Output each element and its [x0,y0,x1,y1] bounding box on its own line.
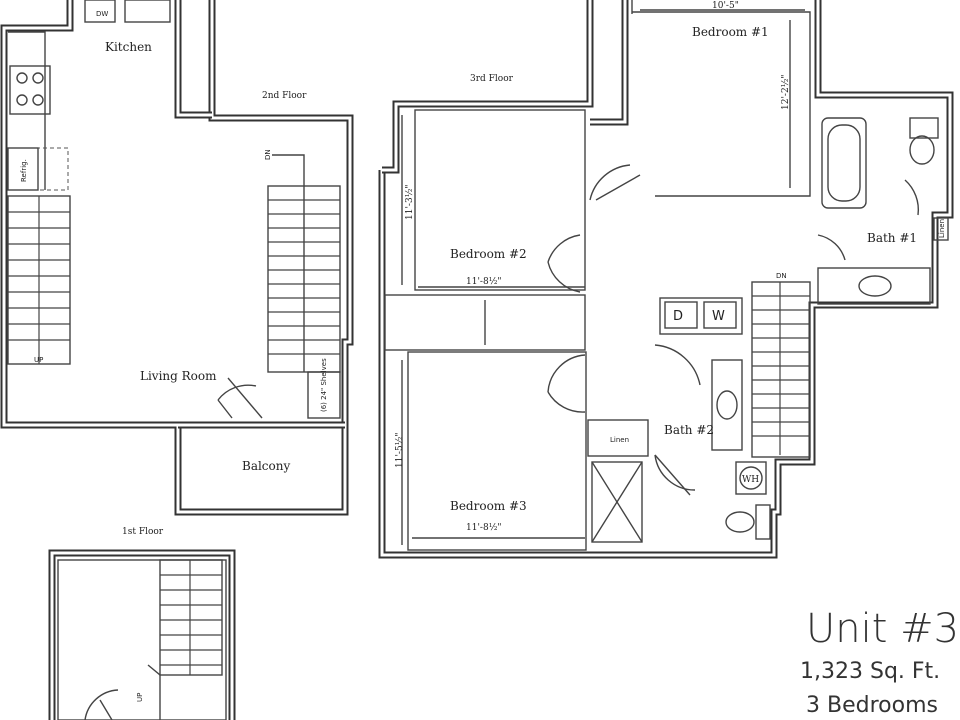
linen-hall-label: Linen [610,436,629,444]
linen-bath1-label: Linen [938,219,946,238]
bedroom3-width-dim: 11'-8½" [466,522,502,533]
bedroom2-depth-dim: 11'-3½" [404,184,415,220]
bath2-label: Bath #2 [664,423,714,437]
dryer-label: D [673,309,683,324]
stairs-down-3rd [751,281,811,458]
second-floor-label: 2nd Floor [262,91,307,101]
stairs-up-left-label: UP [34,356,43,364]
third-floor-plan [378,0,954,559]
bedroom1-depth-dim: 12'-2½" [780,74,791,110]
second-floor-plan [0,0,354,516]
unit-bedrooms: 3 Bedrooms [806,693,938,718]
shelves-label: (6) 24" Shelves [320,358,328,412]
third-floor-label: 3rd Floor [470,74,514,84]
stairs-up-left [7,195,71,365]
unit-name: Unit #3 [806,606,959,652]
living-room-label: Living Room [140,369,217,383]
refrigerator-label: Refrig. [20,159,28,182]
dishwasher-label: DW [96,10,108,18]
bedroom1-width-dim: 10'-5" [712,1,739,11]
first-floor-label: 1st Floor [122,527,164,537]
bedroom1-label: Bedroom #1 [692,25,769,39]
stairs-up-1st [147,559,223,720]
bedroom2-label: Bedroom #2 [450,247,527,261]
bedroom2-width-dim: 11'-8½" [466,276,502,287]
stairs-down-2nd [267,154,341,373]
balcony-label: Balcony [242,459,290,473]
bedroom3-depth-dim: 11'-5½" [394,432,405,468]
bath1-label: Bath #1 [867,231,917,245]
bedroom3-label: Bedroom #3 [450,499,527,513]
unit-area: 1,323 Sq. Ft. [800,659,940,684]
water-heater-label: WH [742,475,759,485]
stairs-dn-3rd-label: DN [776,272,787,280]
kitchen-label: Kitchen [105,40,152,54]
stairs-dn-2nd-label: DN [264,149,272,160]
first-floor-plan [48,549,236,720]
stairs-up-1st-label: UP [136,693,144,702]
washer-label: W [712,309,725,324]
